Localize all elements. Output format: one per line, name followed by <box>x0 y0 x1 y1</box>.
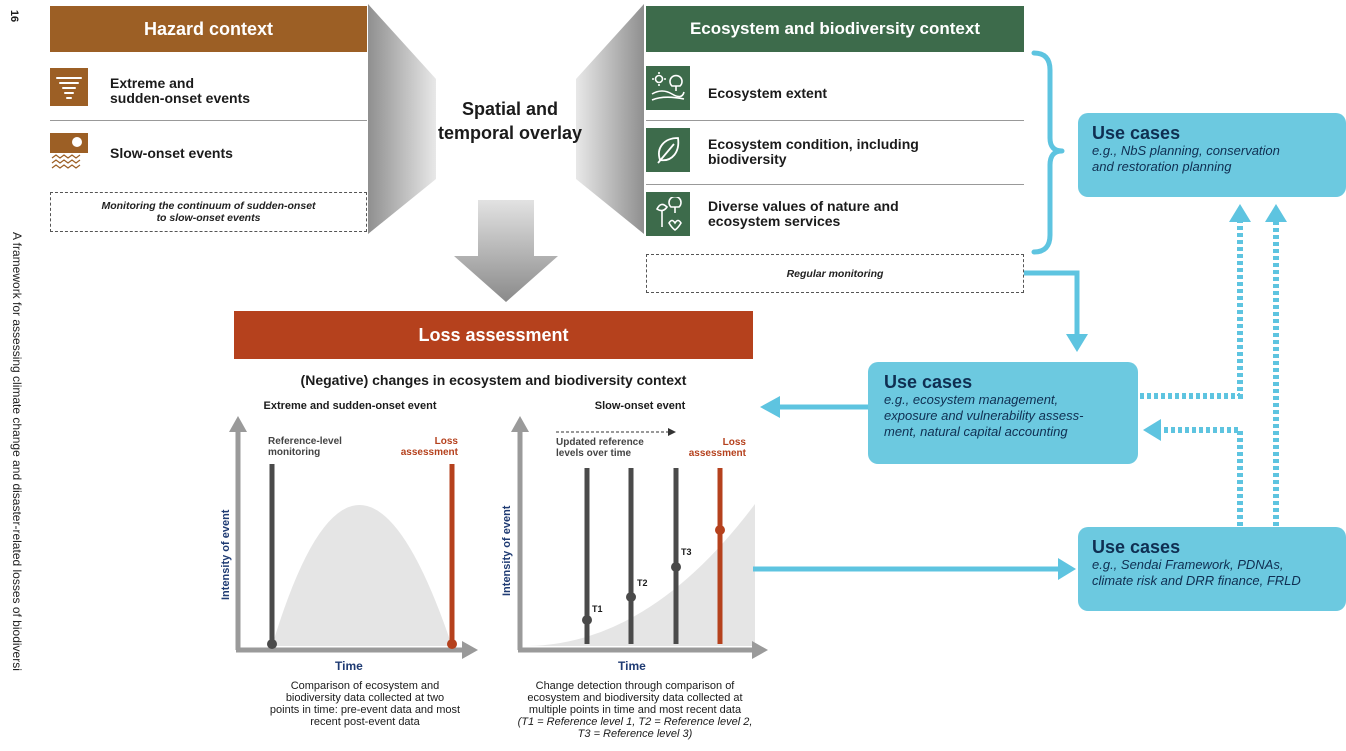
right-t2-label: T2 <box>637 578 648 588</box>
side-title: A framework for assessing climate change… <box>10 232 24 671</box>
right-caption-line2: ecosystem and biodiversity data collecte… <box>527 692 743 704</box>
hazard-item-slow: Slow-onset events <box>110 145 233 161</box>
right-chart-title: Slow-onset event <box>594 400 686 412</box>
right-updated-line1: Updated reference <box>556 437 644 448</box>
use-case-middle: Use cases e.g., ecosystem management, ex… <box>868 362 1138 464</box>
left-loss-line1: Loss <box>434 436 458 447</box>
eco-divider-1 <box>646 120 1024 121</box>
right-caption: Change detection through comparison of e… <box>510 680 760 740</box>
left-ref-line1: Reference-level <box>268 436 342 447</box>
right-updated-label: Updated reference levels over time <box>556 437 644 459</box>
page-number: 16 <box>8 9 21 23</box>
use-case-top: Use cases e.g., NbS planning, conservati… <box>1078 113 1346 197</box>
left-loss-label: Loss assessment <box>380 436 458 458</box>
left-ref-line2: monitoring <box>268 447 321 458</box>
hazard-monitoring-line1: Monitoring the continuum of sudden-onset <box>101 200 316 212</box>
hazard-divider <box>50 120 367 121</box>
eco-monitoring-box: Regular monitoring <box>646 254 1024 293</box>
ecosystem-brace <box>1031 50 1065 255</box>
hazard-item-sudden-line1: Extreme and <box>110 75 195 91</box>
leaf-icon <box>646 128 690 172</box>
right-chart <box>511 416 768 659</box>
use-case-bottom-line1: e.g., Sendai Framework, PDNAs, <box>1092 557 1284 572</box>
overlay-line1: Spatial and <box>461 99 559 119</box>
right-loss-line1: Loss <box>722 437 746 448</box>
use-case-middle-line1: e.g., ecosystem management, <box>884 392 1059 407</box>
left-chart <box>229 416 478 659</box>
right-loss-line2: assessment <box>688 448 746 459</box>
right-event-curve <box>528 504 755 646</box>
landscape-icon <box>646 66 690 110</box>
eco-item-condition: Ecosystem condition, including biodivers… <box>708 137 919 167</box>
left-loss-point <box>447 639 457 649</box>
right-updated-line2: levels over time <box>556 448 632 459</box>
hazard-item-sudden-line2: sudden-onset events <box>110 90 251 106</box>
left-ylabel: Intensity of event <box>220 509 232 600</box>
right-loss-point <box>715 525 725 535</box>
use-case-bottom: Use cases e.g., Sendai Framework, PDNAs,… <box>1078 527 1346 611</box>
right-ylabel: Intensity of event <box>501 505 513 596</box>
overlay-text: Spatial and temporal overlay <box>430 97 590 145</box>
right-caption-italic2: T3 = Reference level 3) <box>577 728 693 740</box>
left-loss-line2: assessment <box>400 447 458 458</box>
eco-item-values: Diverse values of nature and ecosystem s… <box>708 199 899 229</box>
loss-header: Loss assessment <box>234 311 753 359</box>
left-caption-line1: Comparison of ecosystem and <box>290 680 440 692</box>
eco-item-values-line1: Diverse values of nature and <box>708 198 899 214</box>
overlay-line2: temporal overlay <box>437 123 583 143</box>
hazard-monitoring-box: Monitoring the continuum of sudden-onset… <box>50 192 367 232</box>
right-t3-label: T3 <box>681 547 692 557</box>
use-case-middle-line2: exposure and vulnerability assess- <box>884 408 1084 423</box>
ecosystem-header: Ecosystem and biodiversity context <box>646 6 1024 52</box>
sun-ground-icon <box>50 133 88 171</box>
right-t3-point <box>671 562 681 572</box>
left-chart-title: Extreme and sudden-onset event <box>263 400 437 412</box>
plant-heart-icon <box>646 192 690 236</box>
use-case-bottom-title: Use cases <box>1092 537 1181 557</box>
use-case-middle-line3: ment, natural capital accounting <box>884 424 1068 439</box>
use-case-top-title: Use cases <box>1092 123 1181 143</box>
hazard-header: Hazard context <box>50 6 367 52</box>
eco-item-condition-line1: Ecosystem condition, including <box>708 136 919 152</box>
eco-item-condition-line2: biodiversity <box>708 151 787 167</box>
tornado-icon <box>50 68 88 106</box>
right-caption-italic1: (T1 = Reference level 1, T2 = Reference … <box>517 716 753 728</box>
right-t1-point <box>582 615 592 625</box>
loss-subtitle: (Negative) changes in ecosystem and biod… <box>300 372 687 388</box>
overlay-funnel <box>368 4 644 302</box>
hazard-monitoring-line2: to slow-onset events <box>156 212 261 224</box>
right-t1-label: T1 <box>592 604 603 614</box>
left-caption-line4: recent post-event data <box>310 716 420 728</box>
use-case-top-line2: and restoration planning <box>1092 159 1232 174</box>
right-caption-line3: multiple points in time and most recent … <box>528 704 742 716</box>
right-loss-label: Loss assessment <box>676 437 746 459</box>
left-reference-point <box>267 639 277 649</box>
eco-item-extent: Ecosystem extent <box>708 85 828 101</box>
eco-divider-2 <box>646 184 1024 185</box>
eco-item-values-line2: ecosystem services <box>708 213 841 229</box>
right-caption-line1: Change detection through comparison of <box>535 680 735 692</box>
use-case-top-line1: e.g., NbS planning, conservation <box>1092 143 1280 158</box>
left-ref-label: Reference-level monitoring <box>268 436 342 458</box>
hazard-item-sudden: Extreme and sudden-onset events <box>110 76 250 106</box>
left-xlabel: Time <box>335 659 363 673</box>
left-caption: Comparison of ecosystem and biodiversity… <box>250 680 480 728</box>
left-caption-line2: biodiversity data collected at two <box>285 692 445 704</box>
right-xlabel: Time <box>618 659 646 673</box>
use-case-bottom-line2: climate risk and DRR finance, FRLD <box>1092 573 1301 588</box>
left-event-curve <box>272 505 452 646</box>
use-case-middle-title: Use cases <box>884 372 973 392</box>
right-t2-point <box>626 592 636 602</box>
left-caption-line3: points in time: pre-event data and most <box>269 704 461 716</box>
